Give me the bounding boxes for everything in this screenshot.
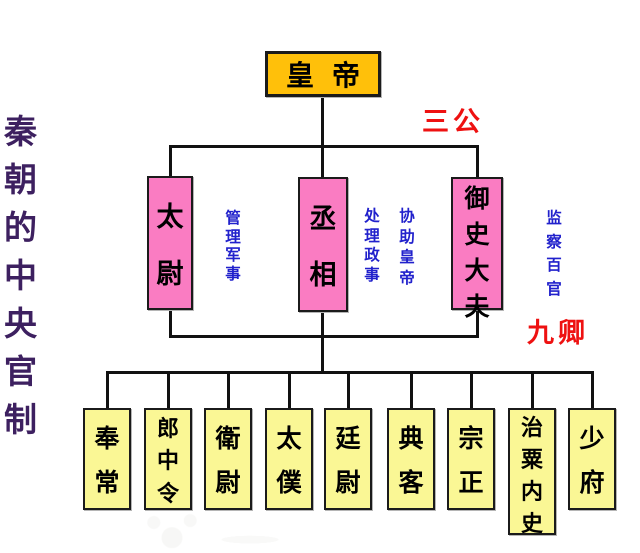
char: 郎 [156,415,179,441]
three-lords-label: 三公 [422,107,484,137]
char: 尉 [335,470,361,498]
char: 制 [4,401,37,438]
char: 助 [399,228,415,246]
connector-line [347,371,350,410]
char: 央 [4,305,37,342]
node-tingwei: 廷尉 [324,408,372,510]
connector-line [321,145,324,179]
char: 丞 [309,203,337,234]
char: 府 [579,470,605,498]
node-shaofu: 少府 [568,408,616,510]
char: 监 [546,210,562,227]
node-weiwei: 衛尉 [204,408,252,510]
connector-line [167,371,170,410]
connector-line [169,145,172,178]
char: 正 [458,470,484,498]
connector-line [321,335,324,374]
char: 御 [464,186,490,213]
connector-line [169,145,479,148]
connector-line [321,310,324,338]
node-fengchang: 奉常 [83,408,131,510]
char: 廷 [335,425,361,453]
char: 事 [225,265,241,283]
char: 朝 [4,161,37,198]
char: 皇 [399,249,415,266]
char: 理 [225,228,241,246]
char: 中 [4,257,37,294]
node-dianke: 典客 [387,408,435,510]
char: 理 [364,227,380,245]
char: 秦 [4,113,37,150]
char: 官 [546,280,562,298]
char: 管 [225,210,241,227]
char: 事 [364,266,380,284]
connector-line [591,371,594,410]
char: 内 [520,479,543,504]
connector-line [321,96,324,148]
nine-ministers-label: 九卿 [527,318,589,348]
char: 官 [4,353,37,390]
node-langzhongling: 郎中令 [144,408,192,510]
char: 史 [464,222,490,249]
char: 军 [225,247,241,264]
char: 太 [156,202,184,233]
node-chengxiang: 丞相 [298,177,348,312]
char: 奉 [94,425,120,453]
char: 百 [546,257,562,274]
node-yushidafu: 御史大夫 [451,177,503,321]
connector-line [476,145,479,179]
duty-note-assist: 协助皇帝 [398,207,416,289]
char: 尉 [215,470,241,498]
char: 太 [276,425,302,453]
char: 帝 [399,269,415,287]
node-zongzheng: 宗正 [447,408,495,510]
char: 少 [579,425,605,453]
connector-line [288,371,291,410]
char: 常 [94,470,120,498]
watermark [55,513,315,551]
char: 政 [364,247,380,264]
connector-line [169,308,172,338]
node-zhisuneishi: 治粟内史 [508,408,556,536]
duty-note-military: 管理军事 [224,210,242,284]
char: 察 [546,233,562,251]
char: 令 [156,480,179,506]
char: 夫 [464,294,490,321]
connector-line [476,308,479,338]
char: 中 [156,448,179,473]
connector-line [470,371,473,410]
connector-line [531,371,534,410]
node-taiwei: 太尉 [147,176,193,310]
node-taipu: 太僕 [265,408,313,510]
connector-line [106,371,594,374]
char: 粟 [520,447,543,472]
char: 相 [309,260,337,291]
char: 典 [398,425,424,453]
char: 客 [398,470,424,498]
connector-line [410,371,413,410]
char: 的 [4,209,37,246]
duty-note-supervise: 监察百官 [545,207,563,301]
node-emperor: 皇帝 [265,51,381,97]
char: 宗 [458,425,484,453]
char: 衛 [215,425,241,453]
connector-line [169,335,479,338]
char: 大 [464,258,490,285]
char: 史 [520,511,543,536]
char: 治 [520,415,543,440]
char: 僕 [276,470,302,498]
page-title: 秦朝的中央官制 [4,105,56,438]
char: 皇 [285,61,314,92]
char: 处 [364,208,380,225]
connector-line [106,371,109,410]
char: 帝 [331,61,360,92]
duty-note-politics: 处理政事 [363,207,381,285]
char: 尉 [156,258,184,289]
char: 协 [399,208,415,225]
connector-line [227,371,230,410]
